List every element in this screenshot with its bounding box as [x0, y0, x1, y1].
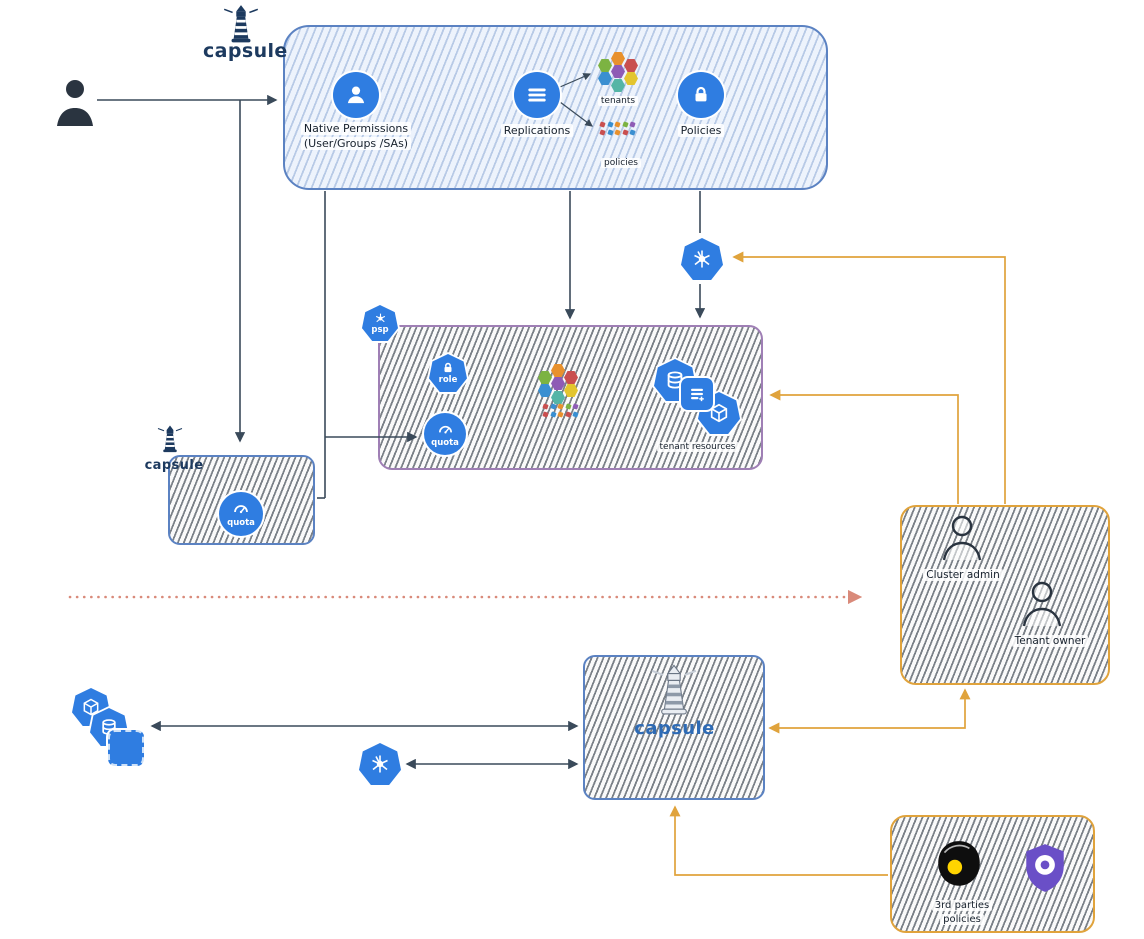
actors-to-tenant-arrow: [769, 389, 959, 504]
proxy-capsule-lighthouse: [646, 664, 702, 720]
cluster-quota-capsule-text: capsule: [144, 458, 204, 473]
list-plus-icon: [691, 388, 704, 402]
person-outline-icon: [1022, 581, 1062, 627]
lock-icon: [695, 86, 707, 102]
tenants-hexagon-cluster: [596, 52, 640, 93]
policies-small-label: policies: [596, 157, 646, 169]
cube-icon: [710, 403, 728, 423]
database-icon: [667, 371, 683, 389]
actors-to-kubernetes-arrow: [732, 251, 1006, 504]
policy-engines-caption: 3rd parties policies: [912, 899, 1012, 926]
policies-dots-cluster: [599, 121, 638, 136]
gauge-icon: [234, 505, 248, 514]
person-outline-icon: [942, 515, 982, 561]
actors-box: [900, 505, 1110, 685]
policies-icon: [678, 72, 724, 118]
cluster-admin-label: Cluster admin: [908, 568, 1018, 582]
lock-icon: [444, 363, 452, 373]
policies-label: Policies: [651, 124, 751, 139]
falco-icon: [933, 838, 985, 896]
proxy-capsule-text: capsule: [634, 718, 715, 739]
tenant-dots-cluster: [542, 403, 581, 418]
psp-label: psp: [371, 324, 389, 335]
native-permissions-label: Native Permissions (User/Groups /SAs): [283, 122, 429, 152]
gauge-icon: [438, 425, 452, 434]
tenant-owner-icon: [1018, 578, 1066, 634]
tenant-resources-label: tenant resources: [640, 441, 755, 453]
native-permissions-icon: [333, 72, 379, 118]
role-icon: role: [427, 352, 469, 394]
replications-icon: [514, 72, 560, 118]
person-icon: [347, 86, 365, 104]
tenant-hexagon-cluster: [536, 364, 580, 405]
engines-to-proxy-arrow: [669, 805, 888, 876]
helm-wheel-icon: [375, 313, 385, 322]
user-icon: [53, 76, 97, 134]
proxy-actors-arrow: [768, 688, 971, 734]
cluster-admin-icon: [938, 512, 986, 568]
tenant-quota-label: quota: [431, 437, 459, 448]
tenant-workload-icon: [681, 378, 713, 410]
list-icon: [528, 88, 546, 102]
cube-icon: [83, 698, 99, 716]
capsule-logo-lighthouse: [220, 4, 262, 48]
tenant-quota-icon: quota: [424, 413, 466, 455]
kubernetes-proxy-side-icon: [357, 741, 403, 787]
tenants-label: tenants: [593, 95, 643, 107]
psp-icon: psp: [360, 303, 400, 343]
kubernetes-icon: [679, 236, 725, 282]
capsule-logo-text: capsule: [203, 40, 288, 62]
replications-label: Replications: [474, 124, 600, 139]
cluster-quota-capsule-lighthouse: [155, 424, 185, 458]
cluster-quota-icon: quota: [219, 492, 263, 536]
namespace-icon: [106, 728, 146, 768]
tenant-owner-label: Tenant owner: [995, 634, 1105, 648]
shield-icon: [1026, 844, 1064, 892]
gatekeeper-icon: [1022, 842, 1068, 898]
role-label: role: [438, 375, 458, 386]
helm-wheel-icon: [372, 755, 388, 773]
cluster-quota-label: quota: [227, 518, 255, 529]
helm-wheel-icon: [694, 250, 710, 268]
